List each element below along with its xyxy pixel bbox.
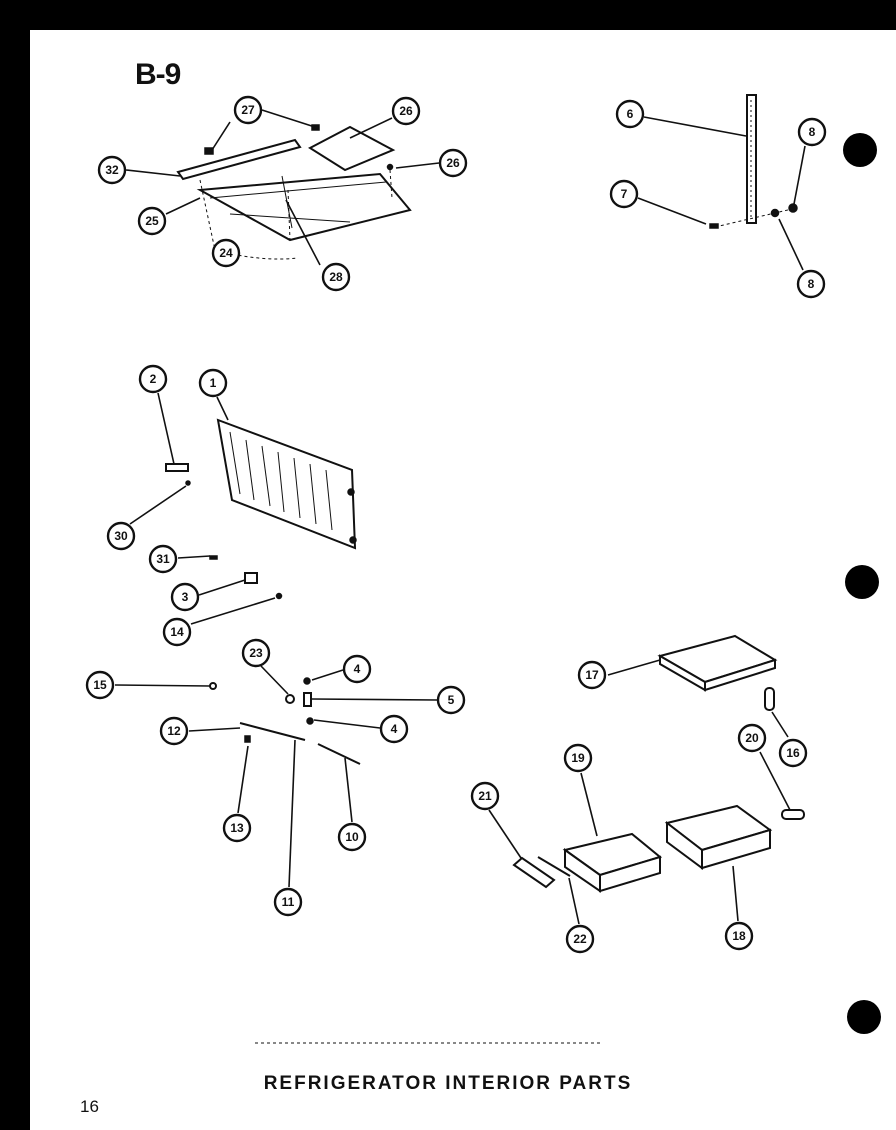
callout-8a: 8	[797, 117, 827, 147]
callout-18: 18	[724, 921, 754, 951]
callout-26a: 26	[391, 96, 421, 126]
callout-27-label: 27	[241, 103, 255, 117]
callout-14-label: 14	[170, 625, 184, 639]
callout-4a-label: 4	[354, 662, 361, 676]
callout-16-label: 16	[786, 746, 800, 760]
callout-12-label: 12	[167, 724, 181, 738]
callout-2-label: 2	[150, 372, 157, 386]
callout-30-label: 30	[114, 529, 128, 543]
callout-6: 6	[615, 99, 645, 129]
callout-22-label: 22	[573, 932, 587, 946]
leader-lines	[114, 109, 806, 925]
page-number: 16	[80, 1097, 99, 1116]
callout-8b: 8	[796, 269, 826, 299]
binder-hole-top	[843, 133, 877, 167]
callout-7-label: 7	[621, 187, 628, 201]
callout-26a-label: 26	[399, 104, 413, 118]
binder-hole-bottom	[847, 1000, 881, 1034]
callout-28-label: 28	[329, 270, 343, 284]
callout-1-label: 1	[210, 376, 217, 390]
callout-8a-label: 8	[809, 125, 816, 139]
callout-19-label: 19	[571, 751, 585, 765]
callout-21-label: 21	[478, 789, 492, 803]
callout-31: 31	[148, 544, 178, 574]
callout-3-label: 3	[182, 590, 189, 604]
callout-16: 16	[778, 738, 808, 768]
callout-18-label: 18	[732, 929, 746, 943]
shelf-assembly	[176, 124, 412, 260]
callout-6-label: 6	[627, 107, 634, 121]
callout-4b: 4	[379, 714, 409, 744]
callout-28: 28	[321, 262, 351, 292]
callout-27: 27	[233, 95, 263, 125]
callout-14: 14	[162, 617, 192, 647]
callout-5-label: 5	[448, 693, 455, 707]
hinge-hardware	[209, 677, 361, 765]
callout-15-label: 15	[93, 678, 107, 692]
callout-13-label: 13	[230, 821, 244, 835]
callout-12: 12	[159, 716, 189, 746]
callout-23: 23	[241, 638, 271, 668]
callout-10: 10	[337, 822, 367, 852]
callout-25: 25	[137, 206, 167, 236]
door-panel	[165, 418, 357, 600]
page-code: B-9	[135, 58, 181, 91]
callout-5: 5	[436, 685, 466, 715]
binder-hole-middle	[845, 565, 879, 599]
callout-24-label: 24	[219, 246, 233, 260]
callout-17-label: 17	[585, 668, 599, 682]
callout-8b-label: 8	[808, 277, 815, 291]
callout-4a: 4	[342, 654, 372, 684]
callout-23-label: 23	[249, 646, 263, 660]
callout-19: 19	[563, 743, 593, 773]
callout-17: 17	[577, 660, 607, 690]
rail-assembly	[709, 94, 798, 229]
callout-3: 3	[170, 582, 200, 612]
callout-10-label: 10	[345, 830, 359, 844]
callout-31-label: 31	[156, 552, 170, 566]
callout-26b: 26	[438, 148, 468, 178]
callout-11: 11	[273, 887, 303, 917]
callout-20-label: 20	[745, 731, 759, 745]
callout-1: 1	[198, 368, 228, 398]
callout-26b-label: 26	[446, 156, 460, 170]
callout-24: 24	[211, 238, 241, 268]
callout-7: 7	[609, 179, 639, 209]
crisper-assembly	[512, 634, 805, 893]
callout-21: 21	[470, 781, 500, 811]
callout-25-label: 25	[145, 214, 159, 228]
callout-13: 13	[222, 813, 252, 843]
callout-11-label: 11	[282, 895, 295, 909]
callout-20: 20	[737, 723, 767, 753]
callout-2: 2	[138, 364, 168, 394]
page-caption: REFRIGERATOR INTERIOR PARTS	[263, 1073, 633, 1094]
callout-4b-label: 4	[391, 722, 398, 736]
callout-22: 22	[565, 924, 595, 954]
callout-15: 15	[85, 670, 115, 700]
callout-30: 30	[106, 521, 136, 551]
callout-32: 32	[97, 155, 127, 185]
callout-32-label: 32	[105, 163, 119, 177]
